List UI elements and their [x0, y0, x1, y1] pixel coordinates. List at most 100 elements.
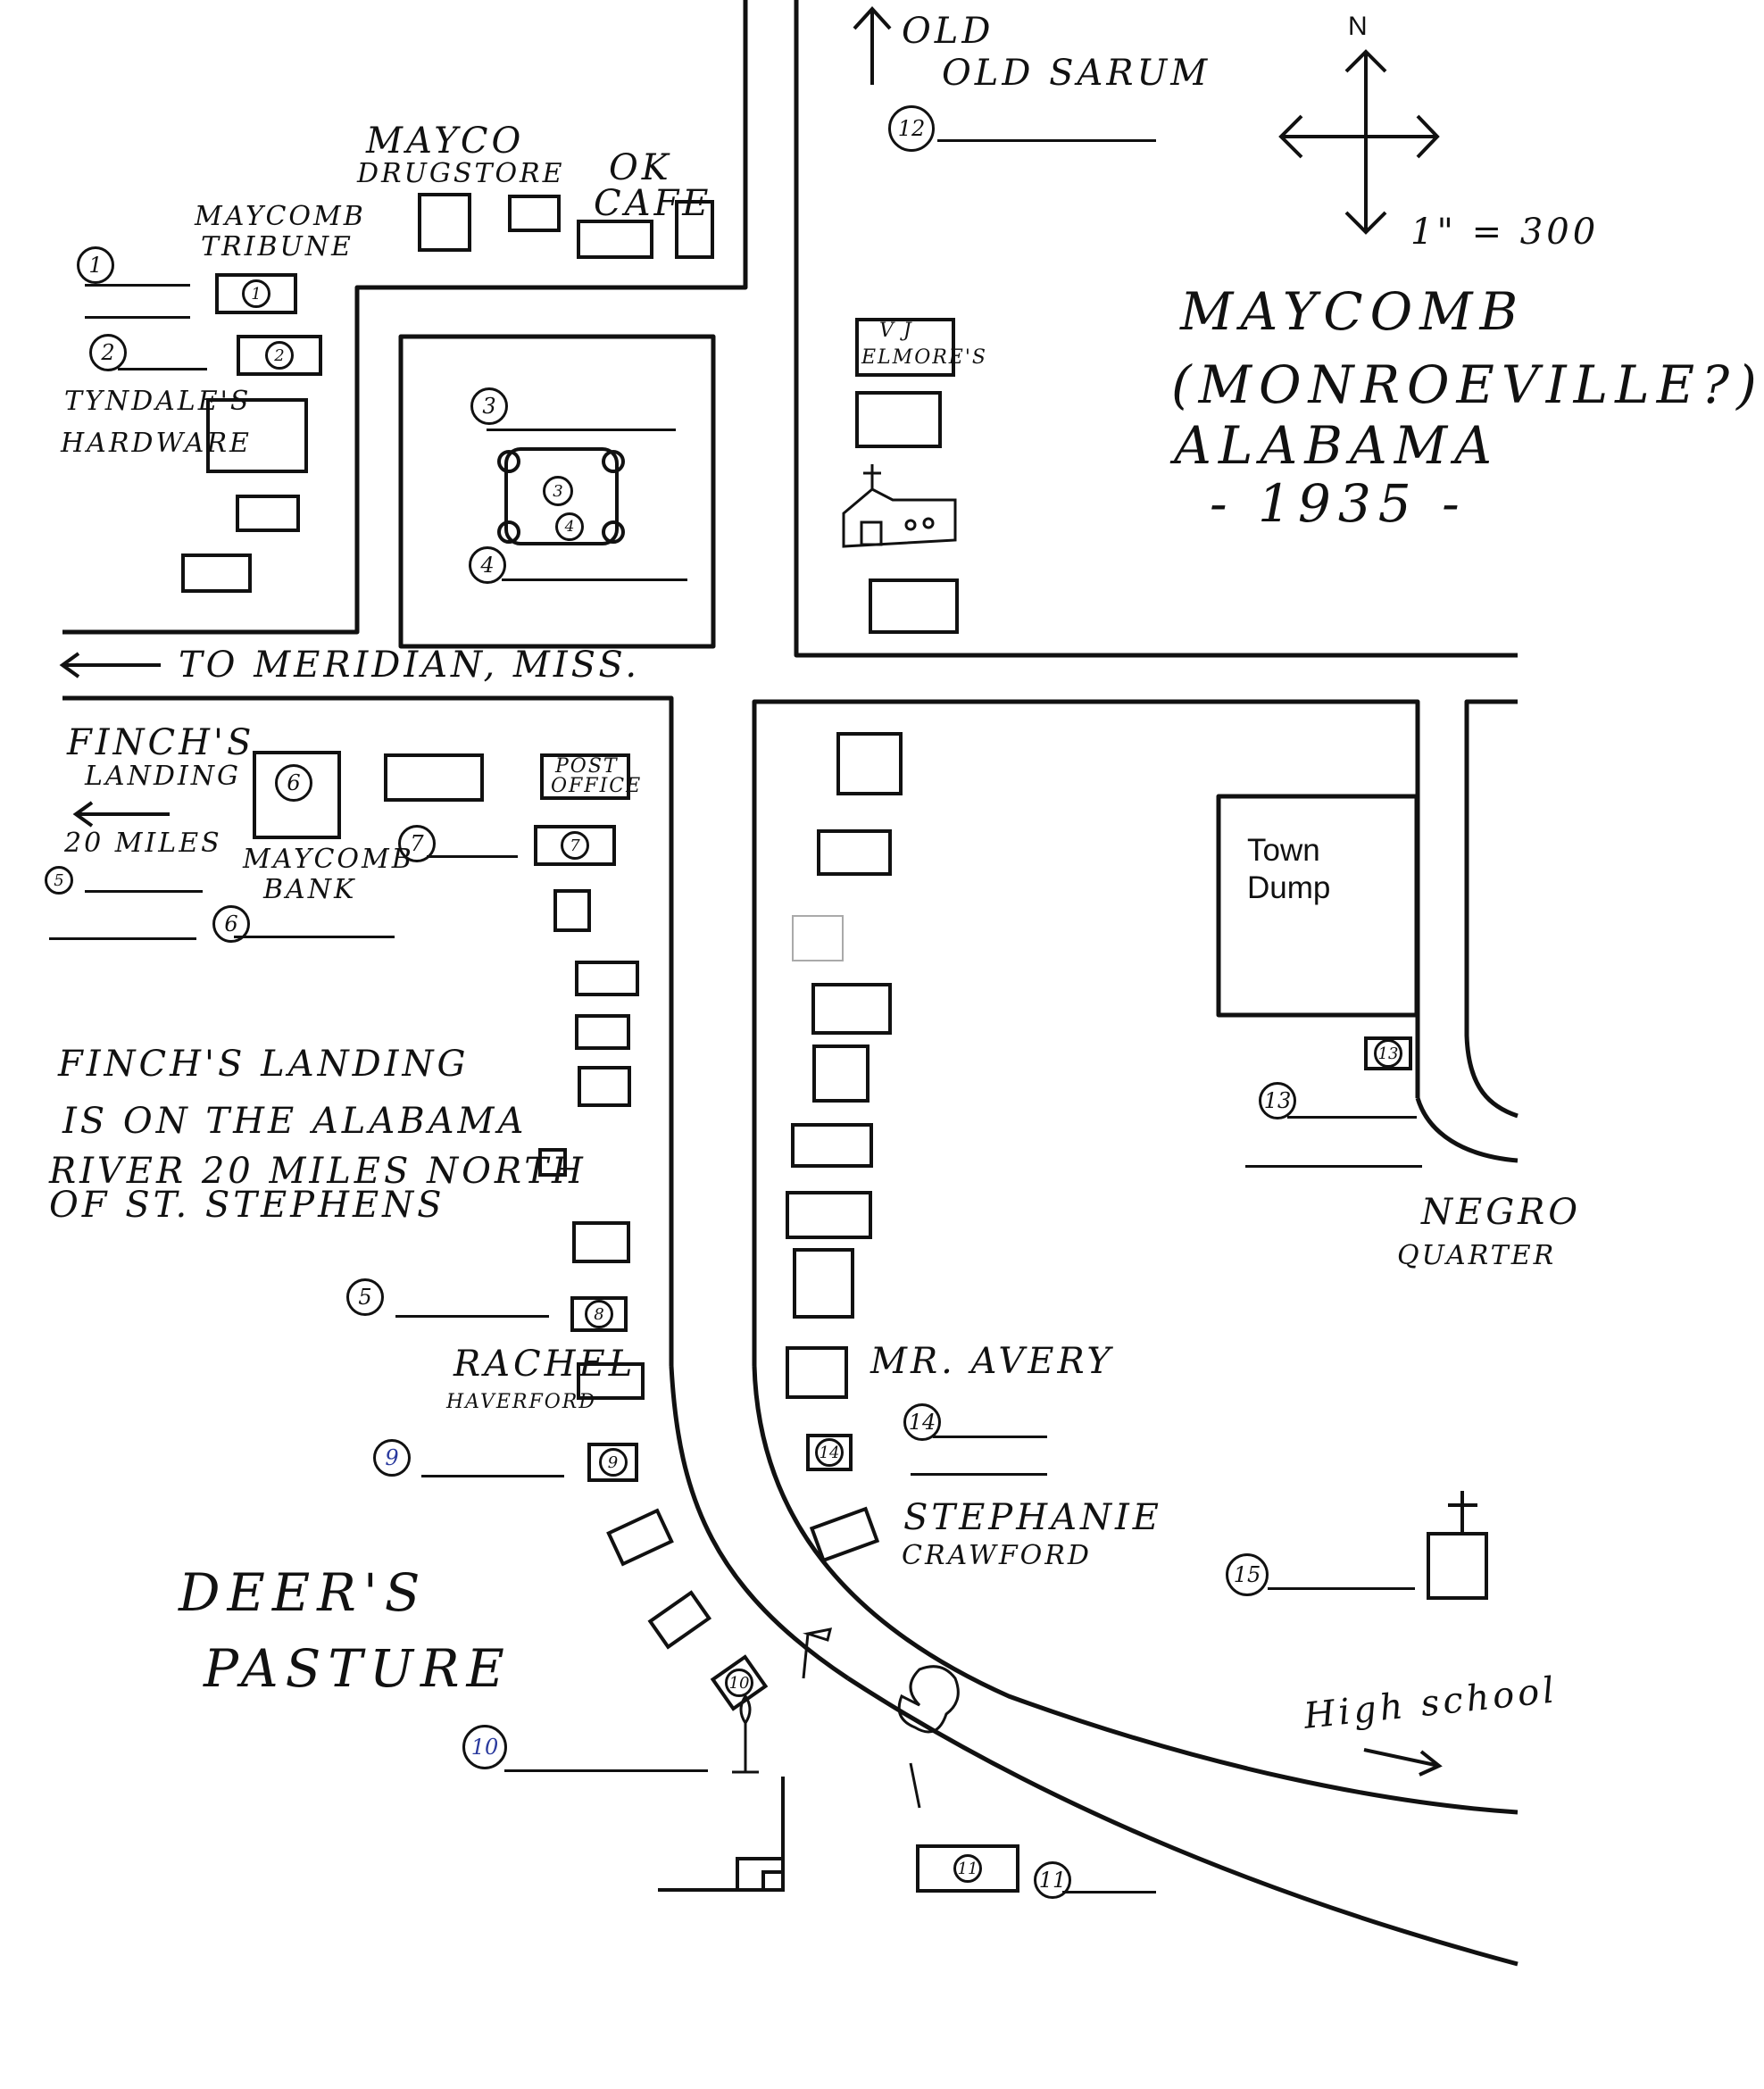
- building-marker-13: 13: [1366, 1038, 1410, 1069]
- building-number-10: 10: [725, 1669, 753, 1697]
- label-old-sarum-1: Old: [902, 11, 994, 52]
- building-rachel: [577, 1362, 645, 1400]
- building-e4: [811, 983, 892, 1035]
- answer-blank-13[interactable]: [1287, 1116, 1417, 1119]
- answer-blank-6a[interactable]: [49, 937, 196, 940]
- map-linework: [59, 0, 1519, 1967]
- building-7: [534, 825, 616, 866]
- answer-blank-13b[interactable]: [1245, 1165, 1422, 1168]
- label-stephanie-2: Crawford: [902, 1540, 1092, 1571]
- callout-number-9: 9: [373, 1439, 411, 1477]
- building-marker-2: 2: [238, 337, 320, 374]
- building-marker-14: 14: [808, 1436, 851, 1469]
- label-ok-cafe-2: Cafe: [594, 183, 712, 224]
- building-2: [237, 335, 322, 376]
- building-w5: [538, 1148, 567, 1177]
- answer-blank-15[interactable]: [1268, 1587, 1415, 1590]
- compass-north-label: N: [1348, 12, 1368, 41]
- label-finchs-landing-3: 20 Miles: [64, 828, 222, 859]
- note-line-3: River 20 miles north: [49, 1151, 587, 1192]
- label-bank-1: Maycomb: [243, 844, 414, 875]
- building-drugstore: [418, 193, 471, 252]
- block-courthouse-square-north-edge: [62, 0, 748, 635]
- callout-number-11: 11: [1034, 1861, 1071, 1899]
- label-town-dump-1: Town: [1247, 833, 1320, 868]
- label-hardware-1: Tyndale's: [64, 386, 252, 417]
- answer-blank-12[interactable]: [937, 139, 1156, 142]
- answer-blank-9[interactable]: [421, 1475, 564, 1477]
- callout-number-14: 14: [903, 1403, 941, 1441]
- answer-blank-10[interactable]: [504, 1769, 708, 1772]
- answer-blank-2[interactable]: [118, 368, 207, 370]
- maycomb-map: Maycomb (Monroeville?) Alabama - 1935 - …: [45, 0, 1757, 1967]
- building-e5: [812, 1044, 870, 1103]
- building-marker-9: 9: [589, 1444, 637, 1480]
- answer-blank-5[interactable]: [395, 1315, 549, 1318]
- road-south-diagonal: [846, 1676, 1519, 1967]
- label-post-office-2: Office: [551, 775, 643, 797]
- building-number-14: 14: [815, 1438, 844, 1467]
- map-title-state: Alabama: [1174, 415, 1500, 476]
- building-small-b: [181, 553, 252, 593]
- answer-blank-1b[interactable]: [85, 316, 190, 319]
- answer-blank-14[interactable]: [933, 1436, 1047, 1438]
- courthouse-square: [398, 334, 716, 649]
- building-marker-7: 7: [536, 827, 614, 864]
- answer-blank-14b[interactable]: [911, 1473, 1047, 1476]
- label-elmores-2: Elmore's: [861, 346, 987, 369]
- label-finchs-landing-1: Finch's: [67, 722, 255, 763]
- road-curve-west: [669, 1365, 850, 1681]
- building-w2: [575, 961, 639, 996]
- label-post-office-1: Post: [555, 755, 619, 778]
- map-title-year: - 1935 -: [1210, 473, 1467, 534]
- callout-number-6: 6: [212, 905, 250, 943]
- town-dump-building: [1216, 794, 1419, 1018]
- answer-blank-4[interactable]: [502, 578, 687, 581]
- building-11: [916, 1844, 1019, 1893]
- label-to-meridian: To Meridian, Miss.: [179, 645, 641, 686]
- courthouse-number-4: 4: [555, 512, 584, 541]
- answer-blank-3[interactable]: [487, 429, 676, 431]
- note-line-2: is on the Alabama: [62, 1101, 528, 1142]
- building-marker-1: 1: [217, 275, 295, 312]
- building-number-9: 9: [598, 1448, 628, 1477]
- road-negro-quarter: [1415, 1097, 1519, 1163]
- label-drugstore-2: Drugstore: [357, 158, 565, 189]
- label-drugstore-1: Mayco: [366, 121, 525, 162]
- building-e3: [792, 915, 844, 961]
- callout-number-10: 10: [462, 1725, 507, 1769]
- building-8: [570, 1296, 628, 1332]
- courthouse: [504, 447, 619, 545]
- building-small-a: [236, 495, 300, 532]
- label-bank-2: Bank: [263, 874, 357, 905]
- callout-number-2: 2: [89, 334, 127, 371]
- map-scale: 1" = 300: [1410, 212, 1600, 253]
- label-deers-pasture-1: Deer's: [179, 1562, 428, 1623]
- note-line-1: Finch's Landing: [58, 1044, 470, 1085]
- callout-number-5-west: 5: [45, 866, 73, 895]
- block-west-main: [62, 695, 674, 1366]
- compass-rose: [1278, 49, 1440, 235]
- building-10: [710, 1654, 769, 1711]
- building-number-11: 11: [953, 1854, 982, 1883]
- answer-blank-7[interactable]: [427, 855, 518, 858]
- answer-blank-11[interactable]: [1062, 1891, 1156, 1893]
- note-line-4: of St. Stephens: [49, 1185, 445, 1226]
- courthouse-number-3: 3: [543, 476, 573, 506]
- label-rachel-1: Rachel: [453, 1344, 637, 1385]
- label-ok-cafe-1: OK: [609, 147, 672, 188]
- building-e6: [791, 1123, 873, 1168]
- building-marker-8: 8: [572, 1298, 626, 1330]
- label-rachel-2: Haverford: [446, 1391, 596, 1413]
- building-rot-a: [606, 1508, 674, 1567]
- callout-number-13: 13: [1259, 1082, 1296, 1119]
- answer-blank-5-west[interactable]: [85, 890, 203, 893]
- building-rot-b: [647, 1590, 712, 1650]
- answer-blank-1[interactable]: [85, 284, 190, 287]
- label-mr-avery: Mr. Avery: [870, 1341, 1114, 1382]
- building-hardware: [206, 398, 308, 473]
- answer-blank-6[interactable]: [234, 936, 395, 938]
- building-e8: [793, 1248, 854, 1319]
- building-south-ne: [869, 578, 959, 634]
- label-town-dump-2: Dump: [1247, 870, 1331, 905]
